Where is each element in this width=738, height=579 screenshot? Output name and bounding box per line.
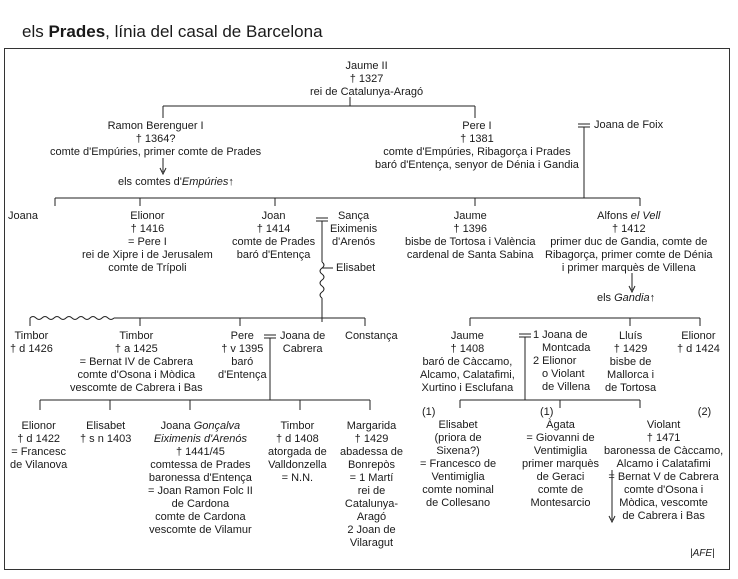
- jaume-ii: Jaume II † 1327 rei de Catalunya-Aragó: [310, 60, 424, 98]
- jaume-spouses: 1 Joana de Montcada 2 Elionor o Violant …: [533, 329, 591, 393]
- pere-i: Pere I † 1381 comte d'Empúries, Ribagorç…: [375, 120, 579, 171]
- elionor-gen3: Elionor † 1416 = Pere I rei de Xipre i d…: [82, 210, 213, 274]
- jaume-gen3: Jaume † 1396 bisbe de Tortosa i València…: [405, 210, 536, 261]
- tree-frame: [4, 48, 730, 570]
- jaume-gen4: Jaume † 1408 baró de Càccamo, Alcamo, Ca…: [420, 330, 515, 394]
- pere-gen4: Pere † v 1395 baró d'Entença: [218, 330, 267, 381]
- agata: (1) Àgata = Giovanni de Ventimiglia prim…: [522, 406, 600, 509]
- margarida: Margarida † 1429 abadessa de Bonrepòs = …: [340, 420, 403, 549]
- violant: (2) Violant † 1471 baronessa de Càccamo,…: [604, 406, 724, 522]
- joana-de-cabrera: Joana de Cabrera: [280, 330, 326, 355]
- timbor-gen5: Timbor † d 1408 atorgada de Valldonzella…: [268, 420, 327, 484]
- elionor-gen5: Elionor † d 1422 = Francesc de Vilanova: [10, 420, 68, 471]
- elisabet-gen5: Elisabet † s n 1403: [80, 420, 132, 445]
- joan: Joan † 1414 comte de Prades baró d'Enten…: [232, 210, 316, 261]
- page-title: els Prades, línia del casal de Barcelona: [22, 22, 323, 41]
- alfons-el-vell: Alfons el Vell † 1412 primer duc de Gand…: [545, 210, 713, 274]
- joana-goncalva: Joana Gonçalva Eiximenis d'Arenós † 1441…: [148, 420, 253, 536]
- constanca: Constança: [345, 330, 398, 342]
- comtes-empuries-link: els comtes d'Empúries↑: [118, 176, 234, 188]
- joana-de-foix: Joana de Foix: [594, 119, 664, 131]
- gandia-link: els Gandia↑: [597, 292, 656, 304]
- timbor-gen4b: Timbor † a 1425 = Bernat IV de Cabrera c…: [70, 330, 203, 394]
- sanca-eiximenis: Sança Eiximenis d'Arenós: [330, 210, 378, 248]
- elisabet-priora: (1) Elisabet (priora de Sixena?) = Franc…: [420, 406, 497, 509]
- elisabet-gen3: Elisabet: [336, 262, 376, 274]
- ramon-berenguer-i: Ramon Berenguer I † 1364? comte d'Empúri…: [50, 120, 262, 158]
- joana: Joana: [8, 210, 38, 222]
- elionor-gen4: Elionor † d 1424: [677, 330, 720, 355]
- credit-afe: |AFE|: [690, 548, 715, 559]
- timbor-gen4a: Timbor † d 1426: [10, 330, 53, 355]
- lluis: Lluís † 1429 bisbe de Mallorca i de Tort…: [605, 330, 657, 394]
